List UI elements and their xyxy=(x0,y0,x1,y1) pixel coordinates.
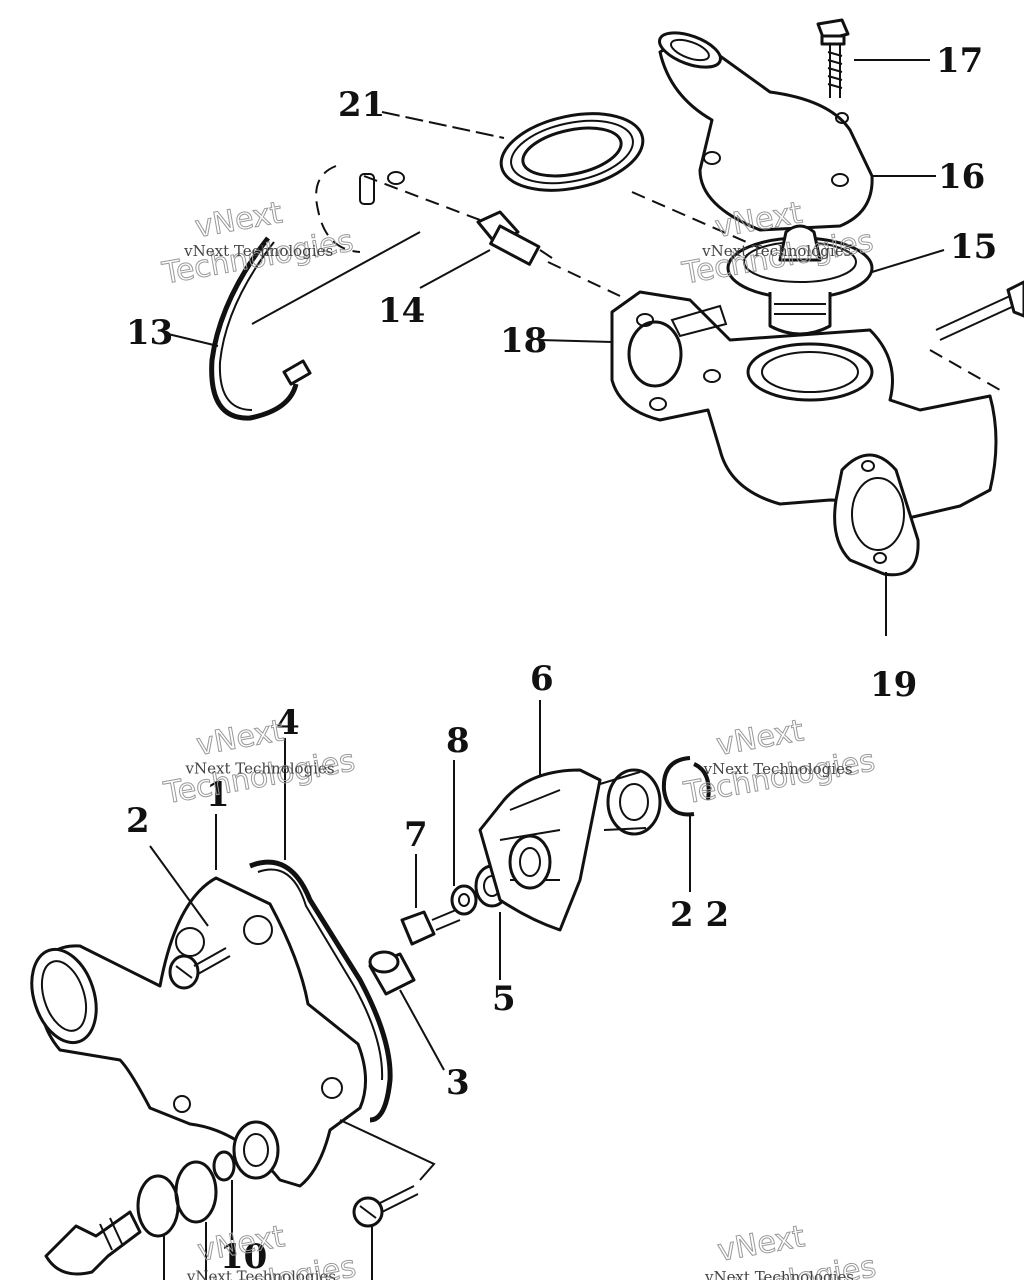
callout-21: 21 xyxy=(338,85,385,125)
callout-15: 15 xyxy=(950,227,997,267)
svg-text:vNext Technologies: vNext Technologies xyxy=(704,1268,854,1280)
callout-14: 14 xyxy=(378,291,425,331)
gasket-21 xyxy=(499,112,645,192)
callout-4: 4 xyxy=(276,703,300,743)
screw-bottom xyxy=(352,1185,419,1228)
svg-text:vNext: vNext xyxy=(195,1219,288,1269)
lower-leaders xyxy=(149,700,691,1280)
callout-18: 18 xyxy=(500,321,547,361)
callout-13: 13 xyxy=(126,313,173,353)
callout-1: 1 xyxy=(206,775,230,815)
pump-cover-1 xyxy=(30,876,368,1188)
svg-text:vNext Technologies: vNext Technologies xyxy=(186,1268,336,1280)
washer-8 xyxy=(450,884,478,916)
thermostat-cover-16 xyxy=(658,31,874,232)
callout-22: 2 2 xyxy=(670,895,729,935)
thermostat-housing-18 xyxy=(610,290,998,522)
wire-13 xyxy=(209,236,312,421)
svg-text:vNext Technologies: vNext Technologies xyxy=(183,242,333,260)
watermark-bottom-right: vNext Technologies vNext Technologies xyxy=(681,1219,879,1280)
upper-leaders xyxy=(167,59,945,636)
callout-7: 7 xyxy=(404,815,428,855)
svg-text:vNext: vNext xyxy=(714,713,807,763)
gasket-4 xyxy=(249,859,393,1123)
impeller-6 xyxy=(478,768,662,932)
long-bolt xyxy=(935,280,1024,341)
callout-19: 19 xyxy=(870,665,917,705)
callout-8: 8 xyxy=(446,721,470,761)
lower-small-parts xyxy=(44,1150,236,1276)
callout-16: 16 xyxy=(938,157,985,197)
callout-2: 2 xyxy=(126,801,150,841)
upper-dashed-lines xyxy=(315,165,1001,391)
bolt-7 xyxy=(400,909,461,946)
watermark-mid-left: vNext Technologies vNext Technologies xyxy=(160,713,358,812)
circlip-22 xyxy=(661,756,711,817)
callout-6: 6 xyxy=(530,659,554,699)
callout-5: 5 xyxy=(492,979,516,1019)
callout-17: 17 xyxy=(936,41,983,81)
callout-labels: 17 16 21 15 14 13 18 19 6 4 8 1 2 7 2 2 … xyxy=(126,41,997,1277)
svg-text:vNext: vNext xyxy=(194,713,287,763)
callout-3: 3 xyxy=(446,1063,470,1103)
svg-text:vNext: vNext xyxy=(715,1219,808,1269)
screw-2 xyxy=(168,947,231,990)
svg-text:vNext Technologies: vNext Technologies xyxy=(185,760,335,778)
thermostat-15 xyxy=(726,224,874,336)
watermark-top-left: vNext Technologies vNext Technologies xyxy=(159,195,357,292)
svg-text:vNext Technologies: vNext Technologies xyxy=(703,760,853,778)
watermark-mid-right: vNext Technologies vNext Technologies xyxy=(680,713,878,812)
bushing-3 xyxy=(368,950,416,996)
svg-text:vNext Technologies: vNext Technologies xyxy=(701,242,851,260)
gasket-19 xyxy=(833,453,920,577)
callout-10: 10 xyxy=(220,1237,267,1277)
bolt-17 xyxy=(816,18,850,98)
temp-sender-14 xyxy=(476,210,553,266)
